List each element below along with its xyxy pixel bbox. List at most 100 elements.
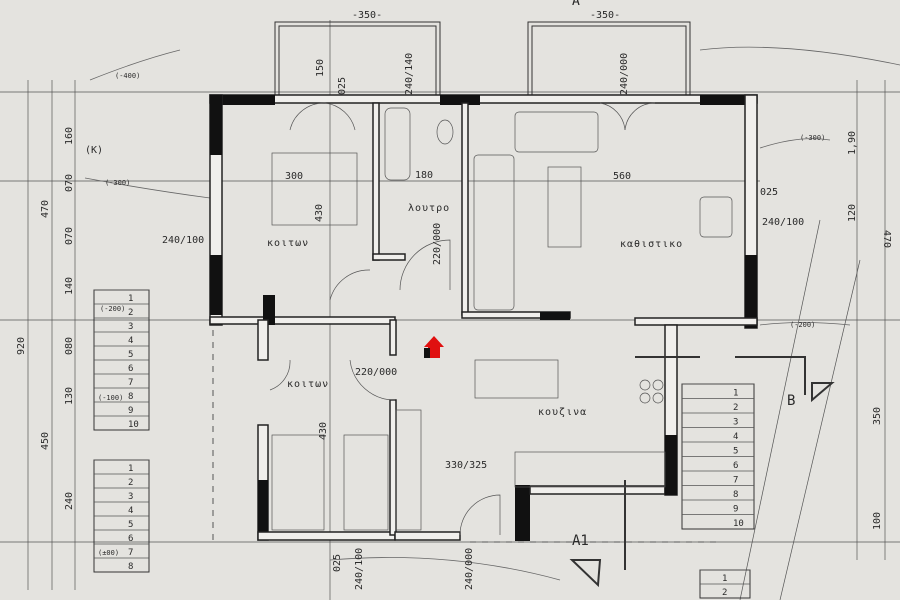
dim-bedroom2-depth: 430 xyxy=(318,422,329,440)
kitchen-counter xyxy=(514,451,666,488)
stair-number: 6 xyxy=(733,461,738,471)
svg-text:(-100): (-100) xyxy=(98,394,123,402)
svg-text:(±00): (±00) xyxy=(98,549,119,557)
stairs-right: 1 2 3 4 5 6 7 8 9 10 1 2 xyxy=(681,383,755,599)
stair-number: 10 xyxy=(128,420,139,430)
dimension-labels: -350- -350- 150 025 240/140 240/000 300 … xyxy=(16,10,892,590)
walls xyxy=(209,94,806,570)
level-mark: 330/325 xyxy=(445,460,487,471)
svg-text:920: 920 xyxy=(16,337,27,355)
section-mark-b: B xyxy=(787,393,795,409)
dim-window-top-1: 240/140 xyxy=(404,53,415,95)
stair-number: 1 xyxy=(128,464,133,474)
svg-text:070: 070 xyxy=(64,174,75,192)
stair-number: 10 xyxy=(733,519,744,529)
stair-number: 8 xyxy=(128,392,133,402)
stair-number: 7 xyxy=(128,378,133,388)
sofa-top xyxy=(514,111,599,153)
dim-window-top-2: 240/000 xyxy=(619,53,630,95)
section-arrow-b xyxy=(811,382,835,403)
svg-text:140: 140 xyxy=(64,277,75,295)
svg-text:470: 470 xyxy=(881,230,892,248)
stair-number: 4 xyxy=(128,336,133,346)
stair-number: 7 xyxy=(128,548,133,558)
stair-number: 6 xyxy=(128,534,133,544)
dim-025-top: 025 xyxy=(337,77,348,95)
svg-text:(-200): (-200) xyxy=(790,321,815,329)
svg-text:240: 240 xyxy=(64,492,75,510)
svg-text:130: 130 xyxy=(64,387,75,405)
bed-top xyxy=(271,152,358,226)
dim-025-bottom: 025 xyxy=(332,554,343,572)
stair-number: 9 xyxy=(128,406,133,416)
dimension-lines xyxy=(0,20,900,600)
section-mark-a: A xyxy=(572,0,580,9)
svg-text:(-300): (-300) xyxy=(800,134,825,142)
dim-bath-width: 180 xyxy=(415,170,433,181)
svg-text:(K): (K) xyxy=(85,145,103,156)
stair-number: 1 xyxy=(128,294,133,304)
dim-balcony-depth: 150 xyxy=(315,59,326,77)
dim-door-bath: 220/000 xyxy=(432,223,443,265)
stair-number: 5 xyxy=(733,447,738,457)
svg-text:350: 350 xyxy=(872,407,883,425)
bathtub xyxy=(384,107,411,181)
coffee-table xyxy=(547,166,582,248)
stair-number: 1 xyxy=(722,574,727,584)
stair-number: 2 xyxy=(722,588,727,598)
svg-text:120: 120 xyxy=(847,204,858,222)
location-marker-icon[interactable] xyxy=(424,336,444,358)
dim-balcony-right: -350- xyxy=(590,10,620,21)
room-label-bathroom: λουτρο xyxy=(408,203,450,214)
stair-number: 2 xyxy=(128,478,133,488)
svg-text:160: 160 xyxy=(64,127,75,145)
svg-text:(-400): (-400) xyxy=(115,72,140,80)
level-labels: (-400) (-300) (-300) (-200) (-200) (±00)… xyxy=(85,72,825,557)
sofa-left xyxy=(473,154,515,311)
svg-text:080: 080 xyxy=(64,337,75,355)
dining-table xyxy=(474,359,559,399)
stair-number: 5 xyxy=(128,520,133,530)
stair-number: 2 xyxy=(128,308,133,318)
dim-window-right: 240/100 xyxy=(762,217,804,228)
section-arrow-a1 xyxy=(569,559,602,588)
room-label-living: καθιστικο xyxy=(620,239,683,250)
room-label-bedroom-top: κοιτων xyxy=(267,238,309,249)
stair-number: 3 xyxy=(128,492,133,502)
stair-number: 1 xyxy=(733,389,738,399)
dim-door-hall: 220/000 xyxy=(355,367,397,378)
armchair xyxy=(699,196,733,238)
dim-living-width: 560 xyxy=(613,171,631,182)
svg-text:450: 450 xyxy=(40,432,51,450)
stair-number: 4 xyxy=(733,432,738,442)
dim-bedroom-depth: 430 xyxy=(314,204,325,222)
room-label-kitchen: κουζινα xyxy=(538,407,587,418)
svg-text:1,90: 1,90 xyxy=(847,131,858,155)
furniture xyxy=(271,107,733,531)
section-mark-a1: A1 xyxy=(572,533,589,549)
svg-text:(-300): (-300) xyxy=(105,179,130,187)
svg-text:070: 070 xyxy=(64,227,75,245)
stair-number: 3 xyxy=(128,322,133,332)
terrain-contours xyxy=(84,46,900,581)
dim-025-right: 025 xyxy=(760,187,778,198)
dim-window-bottom-2: 240/000 xyxy=(464,548,475,590)
stair-number: 8 xyxy=(128,562,133,572)
svg-text:470: 470 xyxy=(40,200,51,218)
dim-window-bottom-1: 240/100 xyxy=(354,548,365,590)
toilet xyxy=(436,119,454,145)
stair-number: 2 xyxy=(733,403,738,413)
stair-number: 5 xyxy=(128,350,133,360)
dim-window-left: 240/100 xyxy=(162,235,204,246)
stair-number: 8 xyxy=(733,490,738,500)
stairs-left: 1 2 3 4 5 6 7 8 9 10 1 2 3 4 5 6 7 8 xyxy=(93,289,150,573)
stair-number: 4 xyxy=(128,506,133,516)
svg-text:(-200): (-200) xyxy=(100,305,125,313)
doors xyxy=(269,102,656,536)
stair-number: 3 xyxy=(733,418,738,428)
stair-number: 6 xyxy=(128,364,133,374)
dim-bedroom-width: 300 xyxy=(285,171,303,182)
stair-number: 9 xyxy=(733,505,738,515)
stair-number: 7 xyxy=(733,476,738,486)
